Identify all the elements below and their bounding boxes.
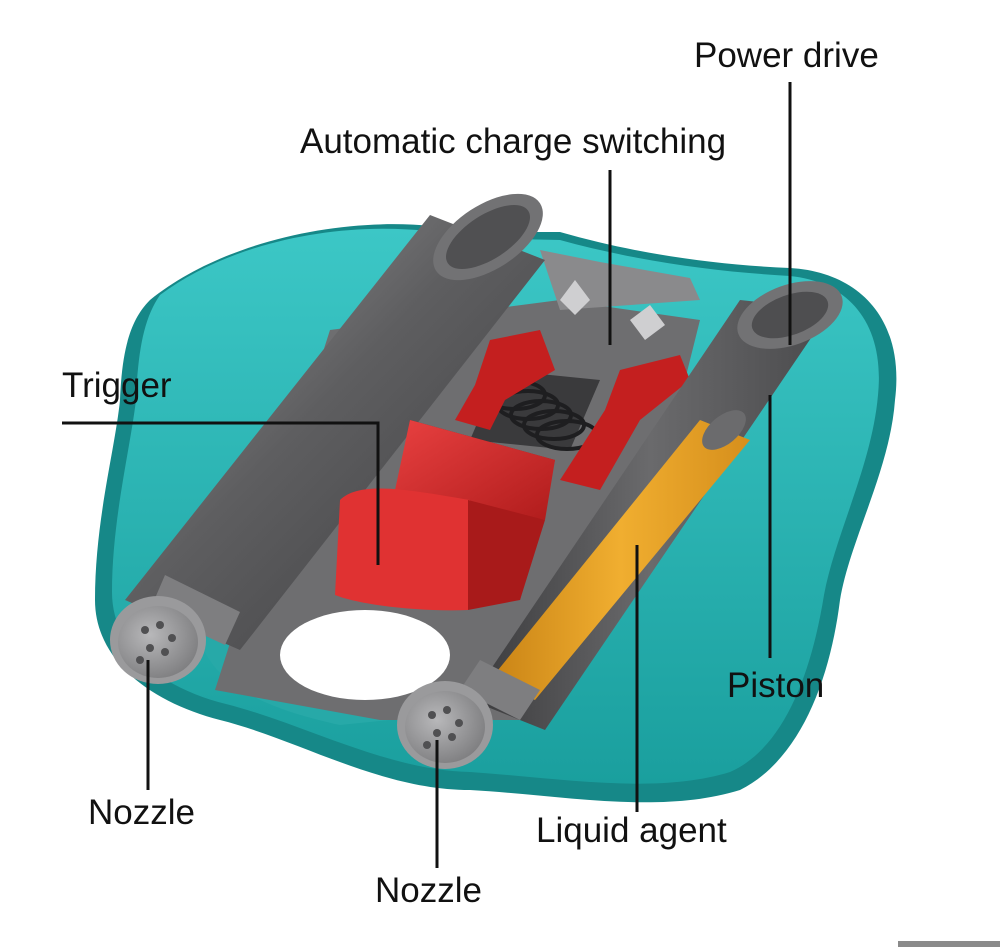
- label-nozzle-left: Nozzle: [88, 793, 195, 832]
- label-trigger: Trigger: [62, 366, 172, 405]
- corner-bar: [898, 941, 1000, 947]
- leader-trigger: [62, 421, 380, 565]
- left-cylinder: [125, 193, 545, 650]
- label-liquid-agent: Liquid agent: [536, 811, 727, 850]
- leader-lines: [62, 82, 792, 868]
- trigger-part: [335, 330, 690, 611]
- right-cylinder: [460, 281, 843, 730]
- nozzle-center-part: [397, 681, 493, 769]
- label-power-drive: Power drive: [694, 36, 879, 75]
- label-nozzle-center: Nozzle: [375, 871, 482, 910]
- label-automatic-charge-switching: Automatic charge switching: [300, 122, 727, 161]
- nozzle-left-part: [110, 596, 206, 684]
- label-piston: Piston: [727, 666, 825, 705]
